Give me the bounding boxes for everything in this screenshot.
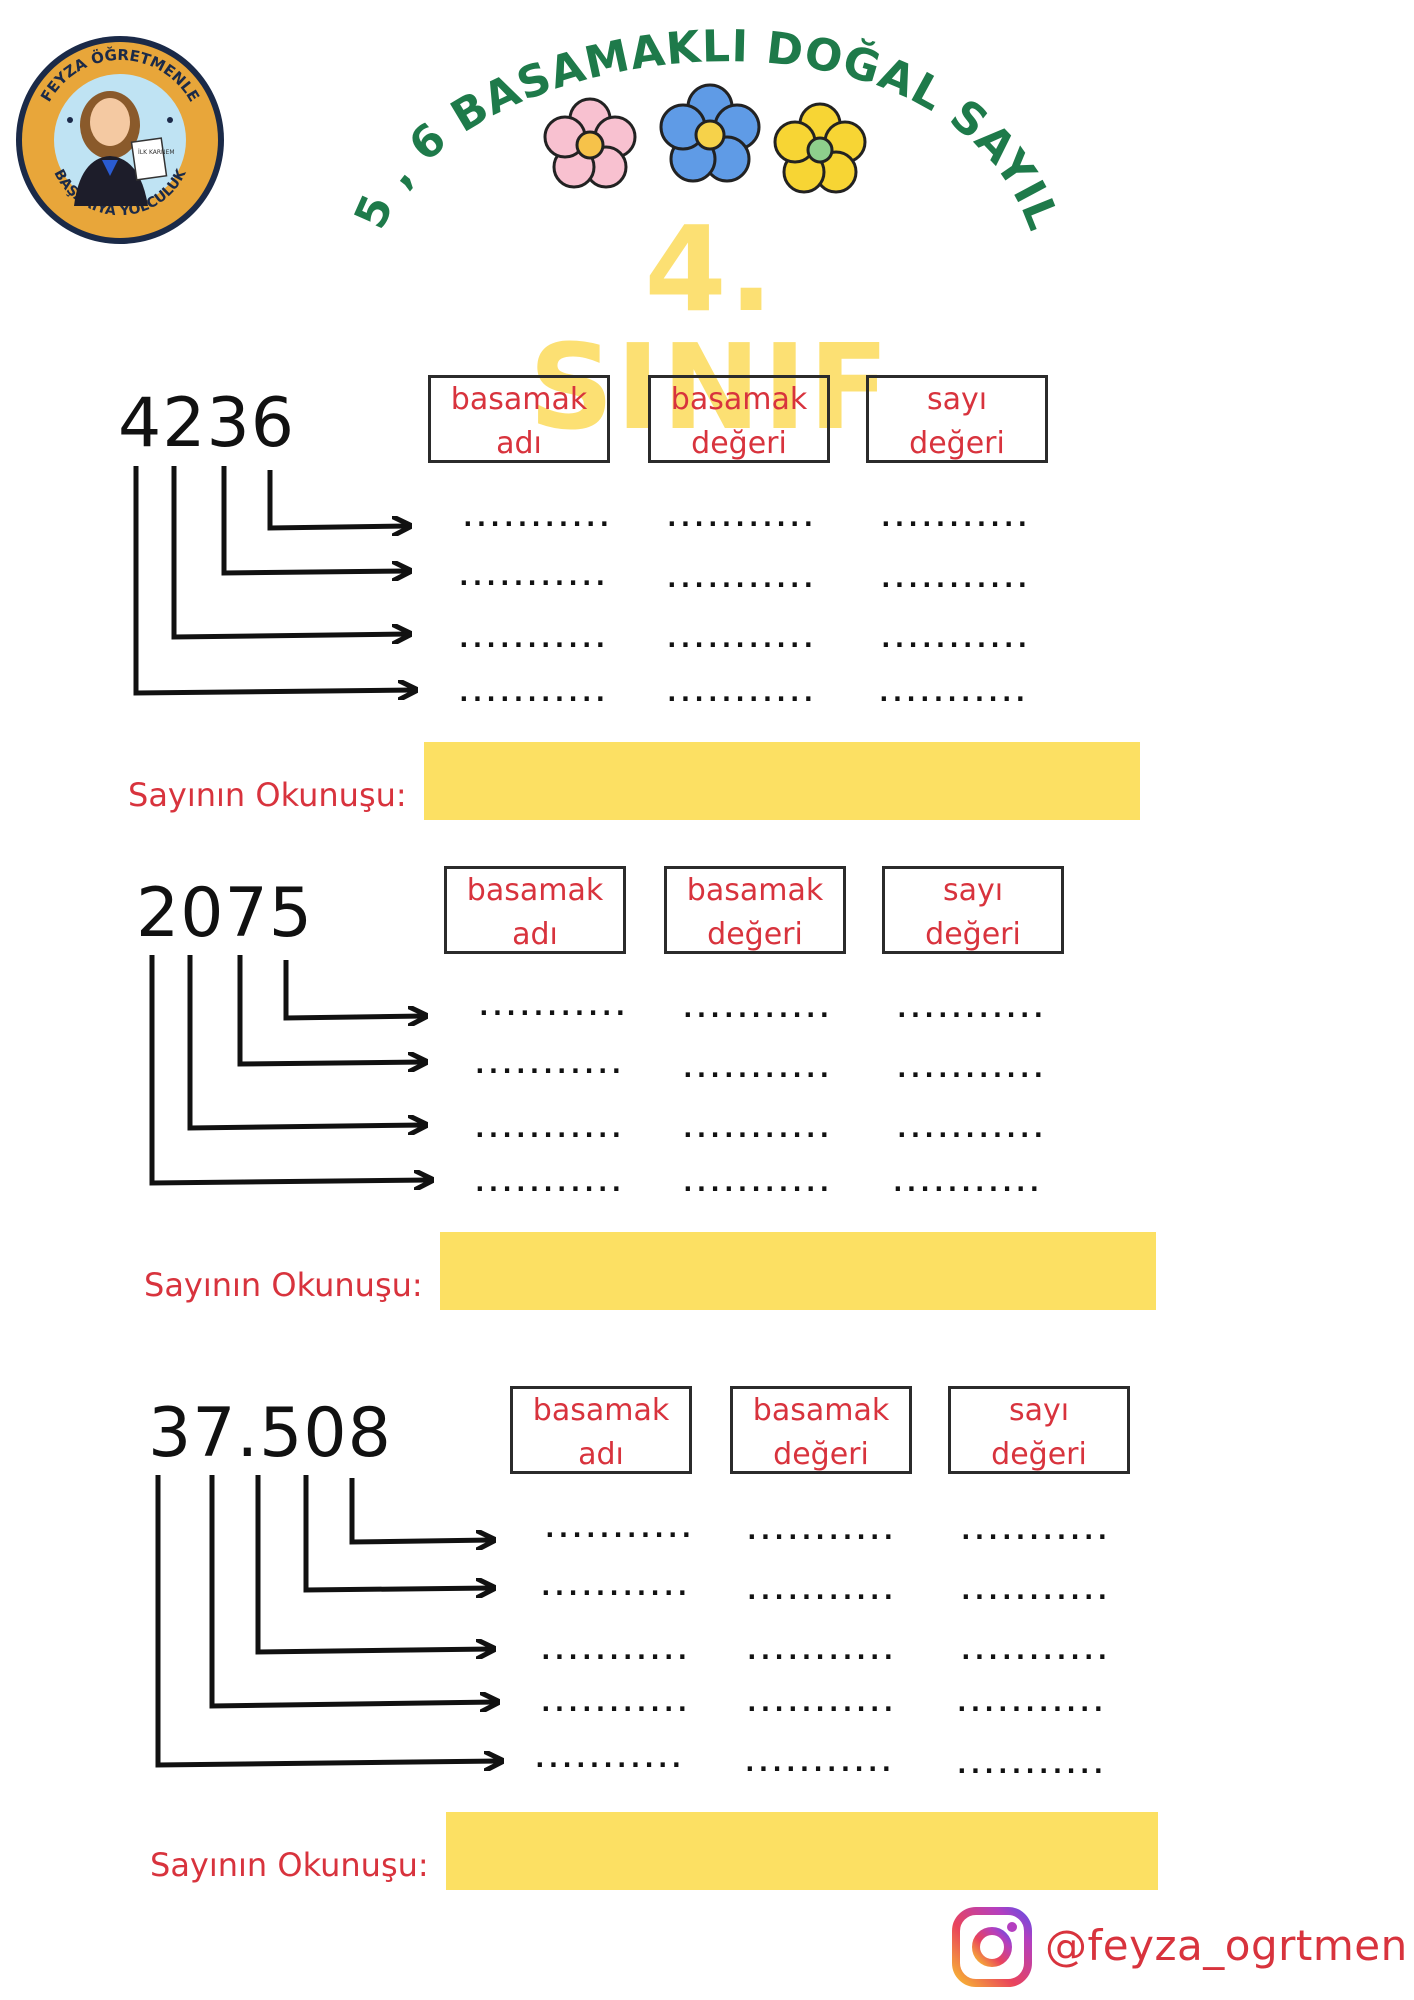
blank-line[interactable]: ........... xyxy=(894,1114,1046,1144)
blank-line[interactable]: ........... xyxy=(876,678,1028,708)
header-box-line: basamak xyxy=(670,382,808,417)
blank-line[interactable]: ........... xyxy=(456,678,608,708)
blank-line[interactable]: ........... xyxy=(958,1516,1110,1546)
header-box-digit-name: basamak adı xyxy=(428,375,610,463)
logo-card-text: İLK KARNEM xyxy=(138,149,175,156)
blank-line[interactable]: ........... xyxy=(664,678,816,708)
social-handle: @feyza_ogrtmen xyxy=(950,1905,1410,1995)
blank-line[interactable]: ........... xyxy=(878,564,1030,594)
exercise-number: 4236 xyxy=(118,384,296,463)
blank-line[interactable]: ........... xyxy=(878,503,1030,533)
social-handle-text[interactable]: @feyza_ogrtmen xyxy=(1045,1921,1408,1970)
header-box-line: adı xyxy=(512,917,558,952)
blank-line[interactable]: ........... xyxy=(472,1114,624,1144)
blank-line[interactable]: ........... xyxy=(532,1744,684,1774)
header-box-line: basamak xyxy=(686,873,824,908)
arrow-3-ones xyxy=(349,1478,492,1542)
header-box-digit-value: basamak değeri xyxy=(648,375,830,463)
blank-line[interactable]: ........... xyxy=(894,994,1046,1024)
blank-line[interactable]: ........... xyxy=(664,503,816,533)
blank-line[interactable]: ........... xyxy=(744,1636,896,1666)
blank-line[interactable]: ........... xyxy=(744,1576,896,1606)
arrow-2-thousands xyxy=(149,955,430,1183)
header-box-line: değeri xyxy=(991,1437,1087,1472)
reading-label: Sayının Okunuşu: xyxy=(144,1266,423,1304)
blank-line[interactable]: ........... xyxy=(954,1688,1106,1718)
blank-line[interactable]: ........... xyxy=(472,1050,624,1080)
header-box-line: basamak xyxy=(450,382,588,417)
blank-line[interactable]: ........... xyxy=(680,1168,832,1198)
arrow-3-tens xyxy=(303,1475,492,1590)
reading-answer-field[interactable] xyxy=(424,742,1140,820)
reading-answer-field[interactable] xyxy=(440,1232,1156,1310)
arrow-2-hundreds xyxy=(187,955,424,1128)
header-box-digit-value: basamak değeri xyxy=(730,1386,912,1474)
header-box-digit-value: basamak değeri xyxy=(664,866,846,954)
blank-line[interactable]: ........... xyxy=(680,994,832,1024)
header-box-line: adı xyxy=(578,1437,624,1472)
header-box-line: değeri xyxy=(909,426,1005,461)
blank-line[interactable]: ........... xyxy=(744,1516,896,1546)
instagram-icon xyxy=(952,1907,1032,1987)
blue-flower-icon xyxy=(659,83,761,183)
blank-line[interactable]: ........... xyxy=(958,1636,1110,1666)
header-box-line: adı xyxy=(496,426,542,461)
blank-line[interactable]: ........... xyxy=(460,503,612,533)
header-box-line: sayı xyxy=(1008,1393,1070,1428)
blank-line[interactable]: ........... xyxy=(538,1572,690,1602)
blank-line[interactable]: ........... xyxy=(742,1748,894,1778)
yellow-flower-icon xyxy=(773,102,867,194)
blank-line[interactable]: ........... xyxy=(878,624,1030,654)
header-box-face-value: sayı değeri xyxy=(948,1386,1130,1474)
header-box-face-value: sayı değeri xyxy=(866,375,1048,463)
blank-line[interactable]: ........... xyxy=(476,992,628,1022)
header-box-line: değeri xyxy=(691,426,787,461)
header-box-line: basamak xyxy=(466,873,604,908)
blank-line[interactable]: ........... xyxy=(542,1514,694,1544)
blank-line[interactable]: ........... xyxy=(538,1636,690,1666)
arrow-1-thousands xyxy=(133,466,414,693)
header-box-line: sayı xyxy=(942,873,1004,908)
header-box-digit-name: basamak adı xyxy=(510,1386,692,1474)
blank-line[interactable]: ........... xyxy=(958,1576,1110,1606)
blank-line[interactable]: ........... xyxy=(680,1054,832,1084)
reading-label: Sayının Okunuşu: xyxy=(128,776,407,814)
header-box-line: değeri xyxy=(925,917,1021,952)
blank-line[interactable]: ........... xyxy=(456,562,608,592)
arrow-2-ones xyxy=(283,960,424,1018)
arrow-1-tens xyxy=(221,466,408,573)
blank-line[interactable]: ........... xyxy=(472,1168,624,1198)
header-box-face-value: sayı değeri xyxy=(882,866,1064,954)
arrow-3-ten-thousands xyxy=(155,1475,500,1765)
exercise-number: 37.508 xyxy=(148,1394,392,1473)
blank-line[interactable]: ........... xyxy=(456,624,608,654)
blank-line[interactable]: ........... xyxy=(680,1114,832,1144)
blank-line[interactable]: ........... xyxy=(954,1750,1106,1780)
arrow-3-thousands xyxy=(209,1475,496,1706)
header-box-line: sayı xyxy=(926,382,988,417)
blank-line[interactable]: ........... xyxy=(538,1688,690,1718)
header-box-line: değeri xyxy=(773,1437,869,1472)
blank-line[interactable]: ........... xyxy=(890,1168,1042,1198)
arrow-2-tens xyxy=(237,955,424,1064)
pink-flower-icon xyxy=(543,97,637,189)
flowers-decoration xyxy=(543,83,867,194)
header-box-line: basamak xyxy=(752,1393,890,1428)
exercise-number: 2075 xyxy=(136,874,314,953)
arrow-1-ones xyxy=(267,470,408,528)
blank-line[interactable]: ........... xyxy=(894,1054,1046,1084)
arrow-3-hundreds xyxy=(255,1475,492,1652)
header-box-digit-name: basamak adı xyxy=(444,866,626,954)
blank-line[interactable]: ........... xyxy=(664,564,816,594)
reading-answer-field[interactable] xyxy=(446,1812,1158,1890)
header-box-line: basamak xyxy=(532,1393,670,1428)
blank-line[interactable]: ........... xyxy=(744,1688,896,1718)
reading-label: Sayının Okunuşu: xyxy=(150,1846,429,1884)
arrow-1-hundreds xyxy=(171,466,408,637)
header-box-line: değeri xyxy=(707,917,803,952)
teacher-logo: FEYZA ÖĞRETMENLE BAŞARIYA YOLCULUK İLK K… xyxy=(16,36,224,244)
blank-line[interactable]: ........... xyxy=(664,624,816,654)
